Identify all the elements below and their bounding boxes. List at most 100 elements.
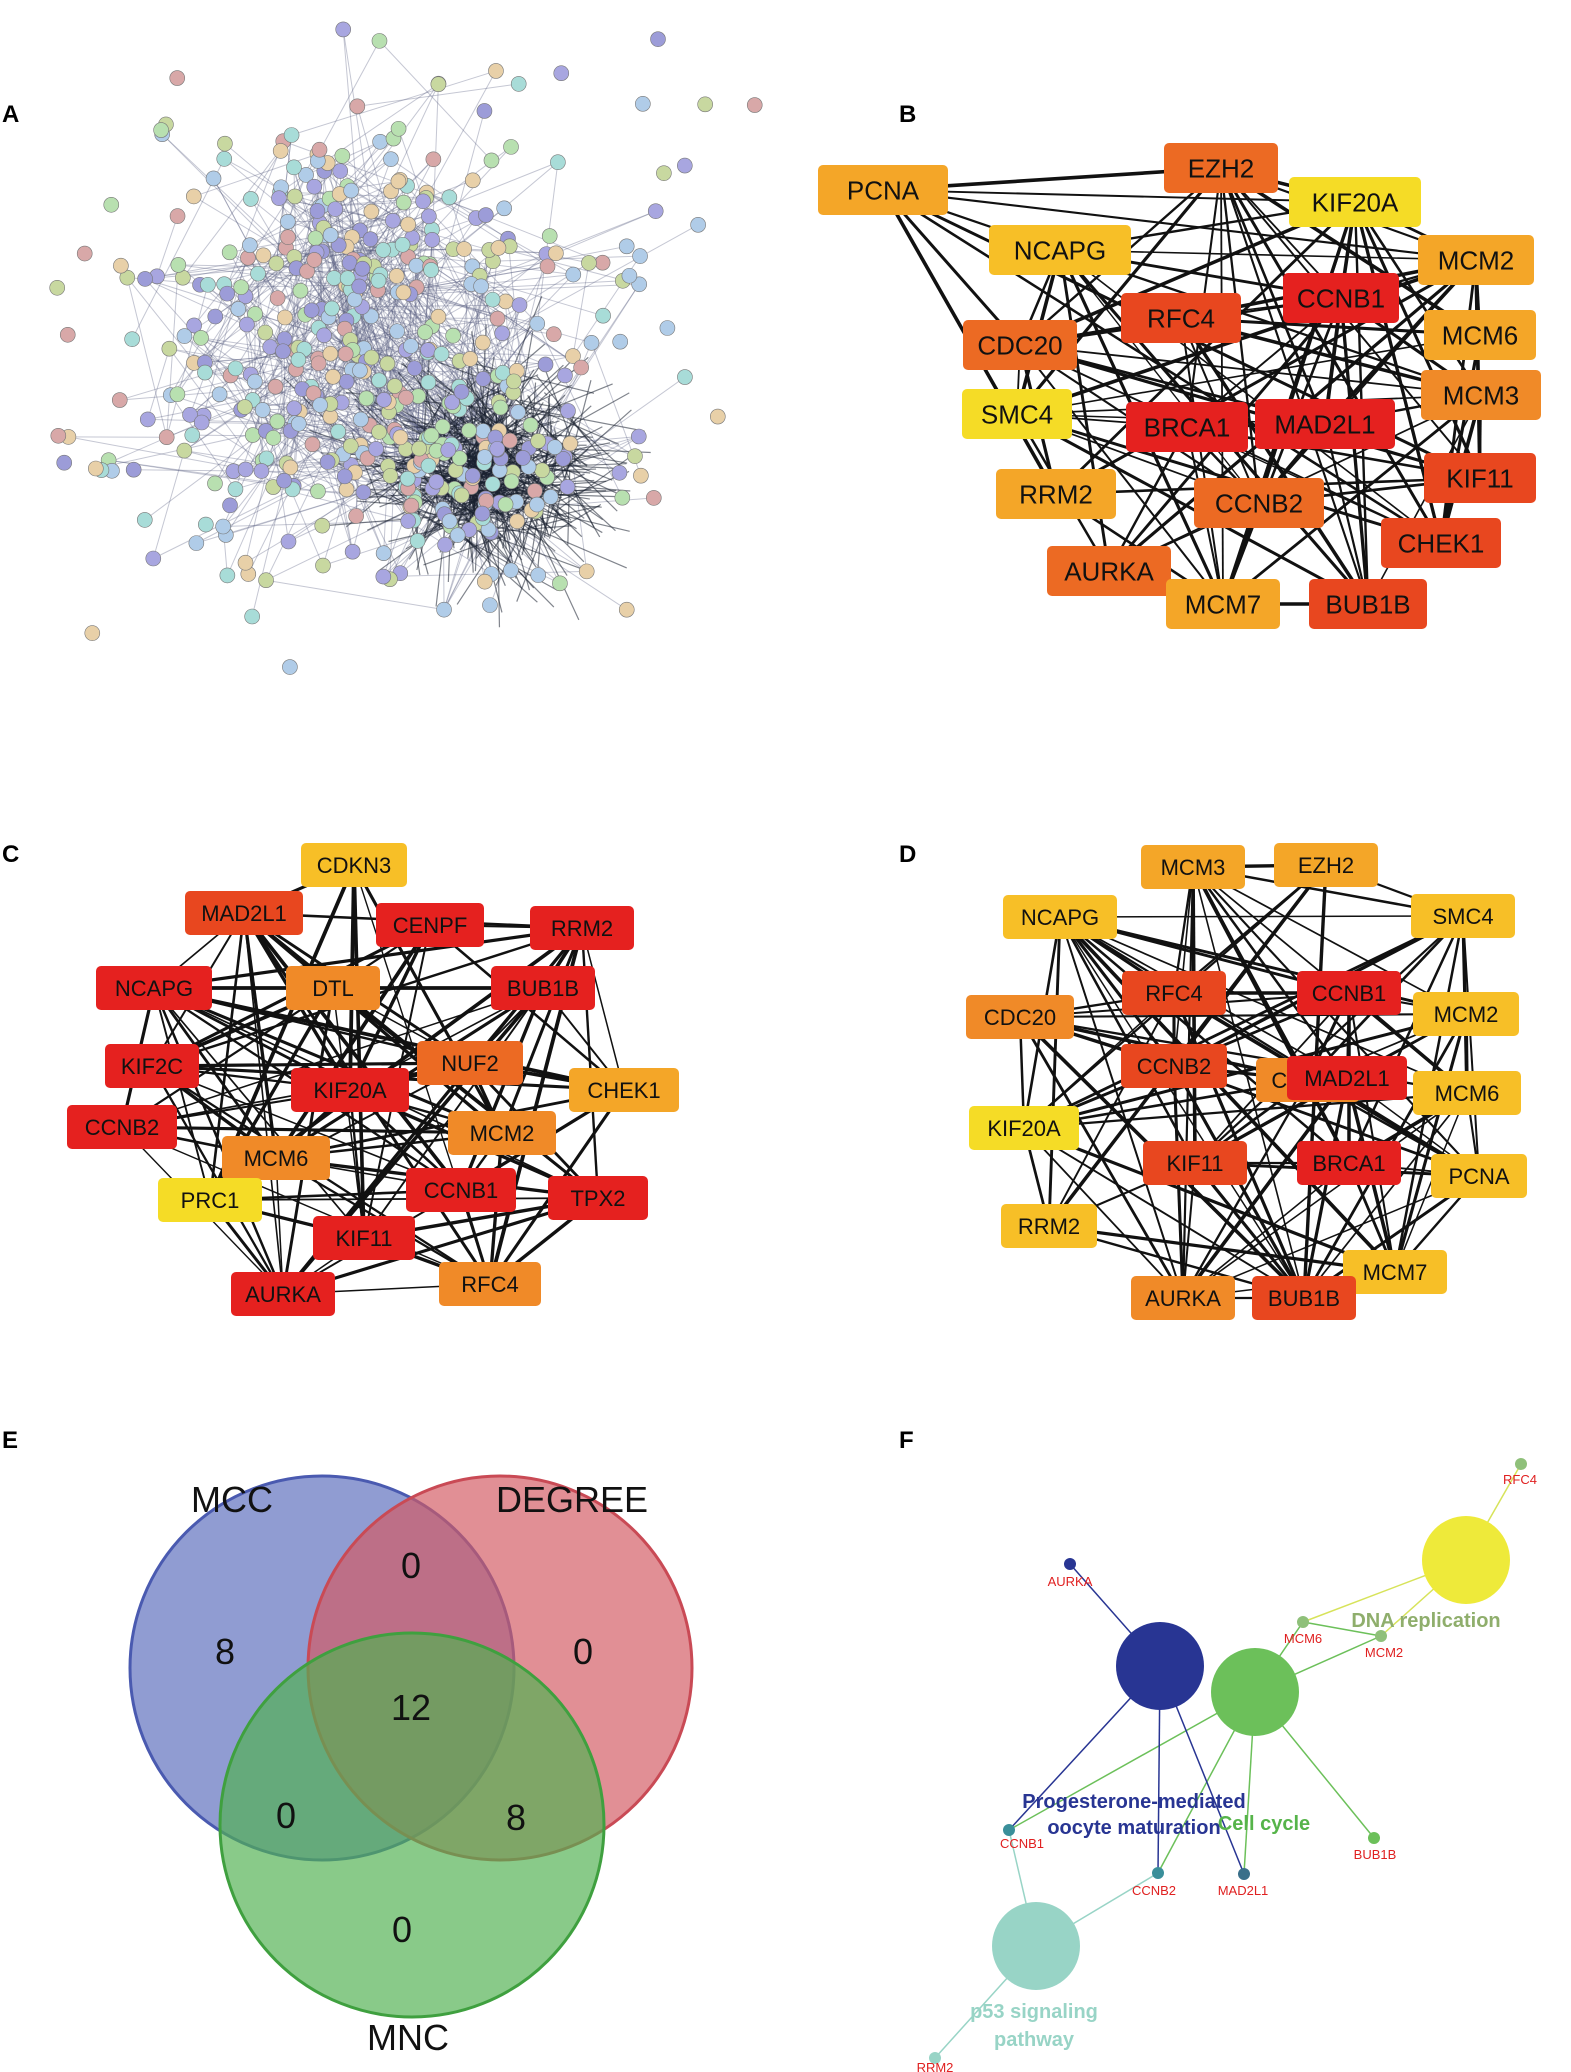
gene-node-mcm6: MCM6 <box>1424 310 1536 360</box>
ppi-node <box>411 440 427 457</box>
ppi-edge <box>204 234 326 363</box>
ppi-node <box>677 157 693 174</box>
ppi-node <box>548 245 564 262</box>
ppi-node <box>583 335 600 351</box>
ppi-node <box>534 462 550 479</box>
gene-node-mcm6: MCM6 <box>1413 1071 1521 1115</box>
ppi-edge <box>365 238 509 362</box>
ppi-edge <box>357 83 519 107</box>
ppi-node <box>312 397 328 413</box>
ppi-node <box>635 96 651 112</box>
network-edge <box>282 1196 599 1296</box>
network-edge <box>1181 1076 1349 1300</box>
network-edge <box>1019 344 1224 605</box>
gene-node-box <box>963 320 1077 370</box>
ppi-nodes <box>49 21 763 675</box>
gene-node-label: KIF20A <box>313 1078 387 1103</box>
gene-label-mad2l1: MAD2L1 <box>1218 1883 1269 1898</box>
ppi-node <box>255 247 272 264</box>
gene-node-kif11: KIF11 <box>1424 453 1536 503</box>
gene-node-label: CCNB2 <box>1137 1054 1212 1079</box>
ppi-node <box>420 374 437 391</box>
ppi-node <box>461 422 477 439</box>
gene-node-rfc4: RFC4 <box>1121 293 1241 343</box>
ppi-node <box>358 390 375 407</box>
ppi-node <box>282 459 299 476</box>
ppi-node <box>503 473 520 490</box>
ppi-node <box>475 371 491 387</box>
gene-node-rfc4: RFC4 <box>1122 971 1226 1015</box>
network-edge <box>153 986 503 1135</box>
ppi-edge <box>287 220 393 223</box>
gene-node-box <box>1411 894 1515 938</box>
network-edge <box>1182 1162 1350 1299</box>
ppi-edge <box>254 313 350 344</box>
gene-node-mcm3: MCM3 <box>1141 845 1245 889</box>
ppi-node <box>659 320 676 336</box>
ppi-node <box>351 278 368 295</box>
ppi-node <box>478 207 494 223</box>
network-edge <box>1393 1013 1468 1273</box>
ppi-edge <box>235 185 348 369</box>
gene-node-box <box>548 1176 648 1220</box>
gene-node-box <box>1131 1276 1235 1320</box>
venn-region-mcc-only: 8 <box>215 1631 235 1672</box>
ppi-node <box>305 385 322 401</box>
ppi-node <box>400 513 416 529</box>
ppi-edge <box>321 251 365 349</box>
ppi-node <box>632 248 648 264</box>
ppi-node <box>290 415 307 432</box>
ppi-node <box>399 470 416 487</box>
ppi-node <box>444 394 460 411</box>
ppi-edge <box>429 263 604 317</box>
ppi-edge <box>409 293 538 325</box>
ppi-edge <box>352 315 388 364</box>
ppi-edge <box>405 197 427 350</box>
ppi-node <box>490 240 507 256</box>
gene-node-label: TPX2 <box>570 1186 625 1211</box>
network-edge <box>1194 915 1464 1164</box>
network-edge <box>881 189 1022 346</box>
ppi-node <box>111 392 128 408</box>
ppi-node <box>430 308 447 325</box>
ppi-node <box>276 472 292 489</box>
ppi-node <box>161 340 178 357</box>
network-edge <box>1353 201 1482 479</box>
panel-label-b: B <box>899 101 916 128</box>
term-label-progesterone-line1: Progesterone-mediated <box>1022 1791 1245 1813</box>
gene-node-mad2l1 <box>1238 1868 1250 1880</box>
ppi-node <box>562 435 579 452</box>
gene-node-aurka: AURKA <box>1047 546 1171 596</box>
ppi-node <box>299 263 315 280</box>
network-edge <box>1023 1127 1184 1299</box>
gene-node-kif11: KIF11 <box>1143 1141 1247 1185</box>
gene-label-aurka: AURKA <box>1048 1574 1093 1589</box>
ppi-node <box>510 404 526 420</box>
gene-node-mad2l1: MAD2L1 <box>1255 399 1395 449</box>
gene-label-ccnb2: CCNB2 <box>1132 1883 1176 1898</box>
gene-node-box <box>406 1168 516 1212</box>
ppi-edge <box>424 110 485 333</box>
gene-node-ncapg: NCAPG <box>96 966 212 1010</box>
ppi-node <box>522 417 539 433</box>
ppi-node <box>386 378 403 394</box>
ppi-node <box>355 484 372 501</box>
network-edge <box>1047 916 1062 1227</box>
ppi-edge <box>466 538 538 603</box>
network-edge <box>1023 1126 1396 1274</box>
ppi-node <box>645 490 662 506</box>
ppi-edge <box>542 409 632 489</box>
ppi-edge <box>546 342 592 444</box>
gene-label-bub1b: BUB1B <box>1354 1847 1397 1862</box>
term-node-dna-replication <box>1422 1516 1510 1604</box>
ppi-node <box>530 433 546 449</box>
ppi-node <box>371 33 388 49</box>
ppi-node <box>541 228 558 244</box>
ppi-node <box>594 254 611 271</box>
ppi-edge <box>305 314 462 393</box>
ppi-node <box>394 236 411 253</box>
ppi-node <box>656 165 672 181</box>
ppi-edge <box>471 210 656 285</box>
gene-node-label: NCAPG <box>1021 905 1099 930</box>
network-edge <box>1182 1092 1468 1299</box>
